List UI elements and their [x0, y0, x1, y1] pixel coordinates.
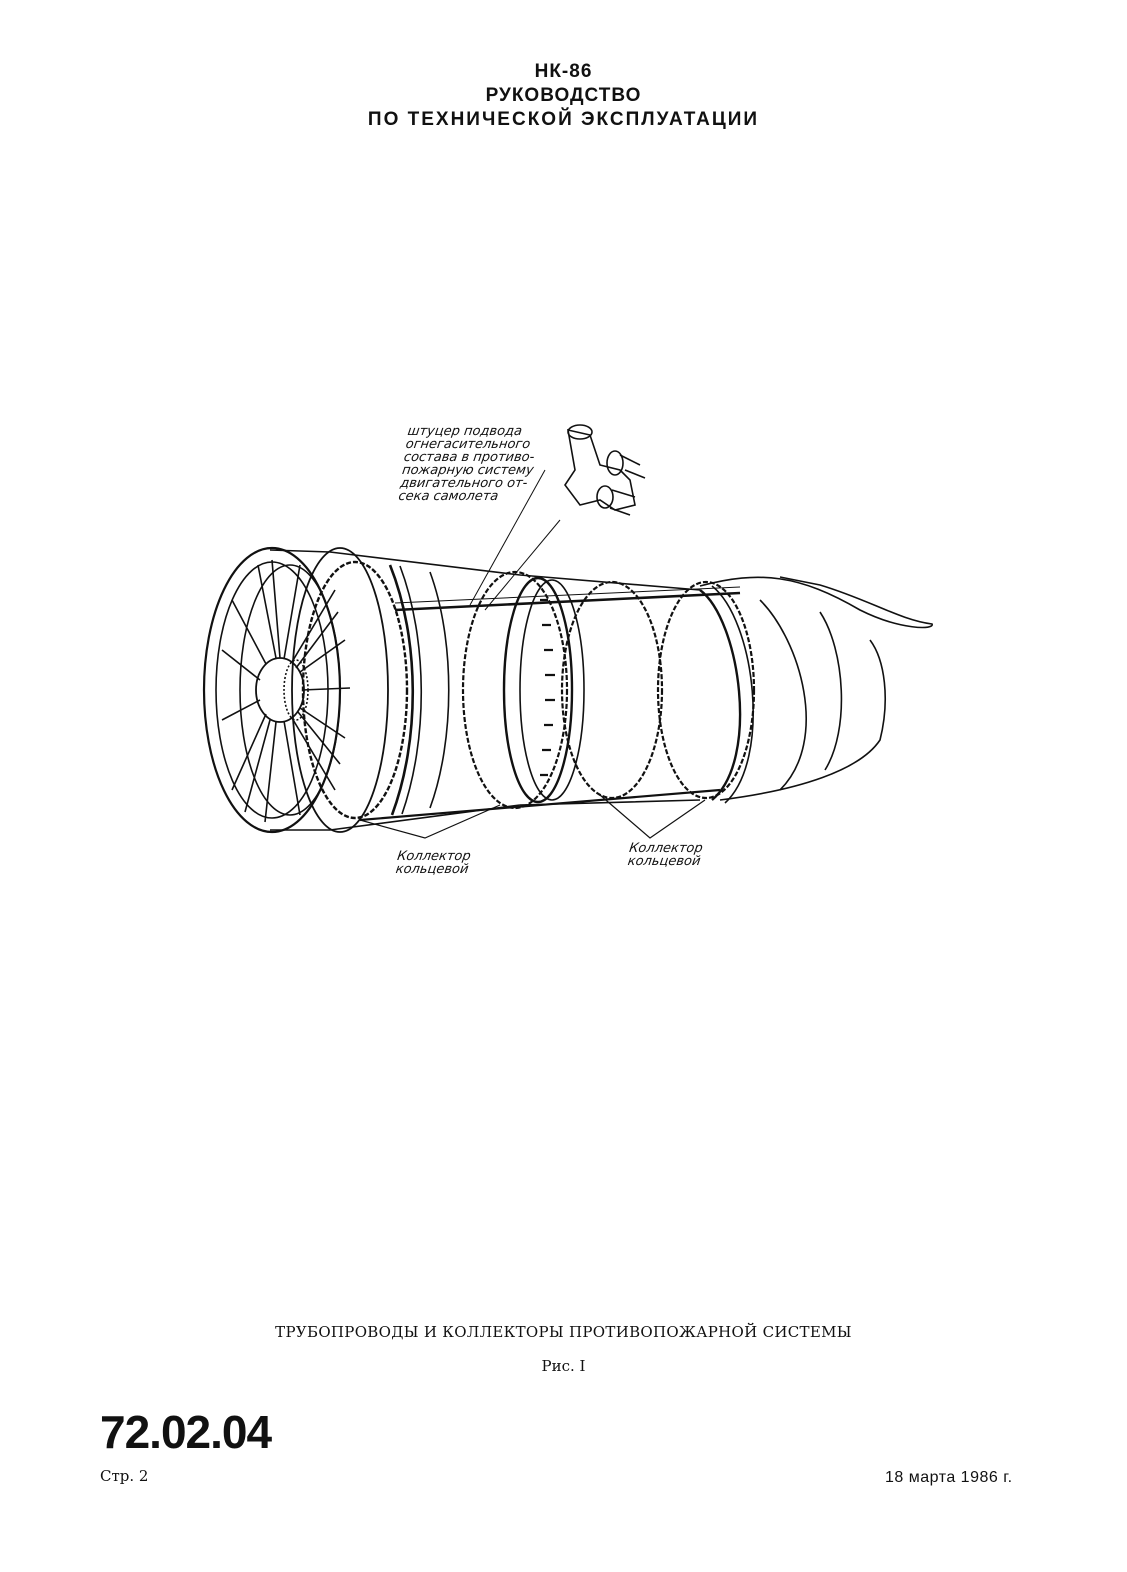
engine-illustration [180, 400, 960, 920]
manual-title: РУКОВОДСТВО [485, 85, 642, 106]
engine-drawing [202, 424, 933, 839]
document-date: 18 марта 1986 г. [885, 1469, 1013, 1486]
callout-line: кольцевой [626, 854, 702, 869]
engine-model: НК-86 [534, 61, 593, 82]
fitting-callout: штуцер подвода огнегасительного состава … [397, 424, 559, 504]
callout-line: сека самолета [397, 489, 500, 504]
section-code: 72.02.04 [100, 1406, 272, 1458]
manual-subtitle: ПО ТЕХНИЧЕСКОЙ ЭКСПЛУАТАЦИИ [367, 109, 760, 130]
rear-collector-callout: Коллектор кольцевой [608, 841, 722, 869]
page-number: Стр. 2 [100, 1467, 149, 1485]
figure-caption: ТРУБОПРОВОДЫ И КОЛЛЕКТОРЫ ПРОТИВОПОЖАРНО… [275, 1323, 852, 1341]
figure-number: Рис. I [541, 1357, 586, 1375]
document-header: НК-86 РУКОВОДСТВО ПО ТЕХНИЧЕСКОЙ ЭКСПЛУА… [0, 60, 1127, 132]
callout-line: кольцевой [394, 862, 470, 877]
front-collector-callout: Коллектор кольцевой [376, 849, 490, 877]
